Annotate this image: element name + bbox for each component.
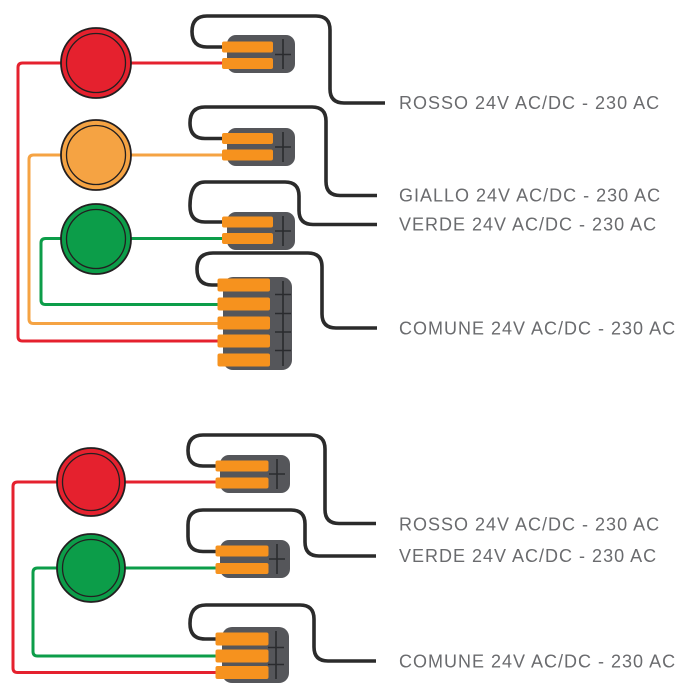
terminal-lever xyxy=(215,632,269,646)
terminal-lever xyxy=(217,278,270,292)
terminal-lever xyxy=(215,545,269,557)
terminal-lever xyxy=(217,316,270,330)
wire-black-verde xyxy=(188,180,377,227)
bottom-diagram: ROSSO 24V AC/DC - 230 AC VERDE 24V AC/DC… xyxy=(11,433,676,683)
bottom-black-wires xyxy=(186,433,376,663)
wire-black-rosso xyxy=(190,14,385,105)
connector-divider xyxy=(268,631,284,679)
lamp-verde-top xyxy=(60,203,132,275)
connector-divider xyxy=(269,544,285,574)
terminal-lever xyxy=(215,477,269,489)
label-verde-top: VERDE 24V AC/DC - 230 AC xyxy=(399,215,657,235)
wire-black-verde xyxy=(186,508,376,558)
connector-divider xyxy=(275,281,291,366)
label-verde-bottom: VERDE 24V AC/DC - 230 AC xyxy=(399,546,657,566)
lamp-lens-inner xyxy=(65,124,127,186)
top-black-wires xyxy=(188,14,385,330)
connector-verde-bottom xyxy=(215,540,290,578)
terminal-lever xyxy=(217,297,270,311)
lamp-lens-inner xyxy=(61,538,121,598)
wire-black-comune xyxy=(195,251,377,330)
connector-verde-top xyxy=(222,212,295,250)
terminal-lever xyxy=(222,216,273,228)
wire-green xyxy=(31,566,224,658)
wire-amber xyxy=(27,153,228,325)
lamp-lens-inner xyxy=(65,208,127,270)
wire-red xyxy=(11,480,224,674)
lamp-giallo-top xyxy=(60,119,132,191)
wire-green xyxy=(39,237,228,306)
connector-giallo-top xyxy=(222,128,295,166)
label-comune-bottom: COMUNE 24V AC/DC - 230 AC xyxy=(399,652,676,672)
wire-black-comune xyxy=(188,603,376,663)
terminal-lever xyxy=(222,41,273,53)
top-colored-wires xyxy=(16,61,228,343)
connector-divider xyxy=(275,132,291,162)
connector-divider xyxy=(275,216,291,246)
top-diagram: ROSSO 24V AC/DC - 230 AC GIALLO 24V AC/D… xyxy=(16,14,676,370)
connector-divider xyxy=(275,39,291,69)
connector-rosso-bottom xyxy=(215,455,290,493)
bottom-labels: ROSSO 24V AC/DC - 230 AC VERDE 24V AC/DC… xyxy=(399,515,676,672)
label-comune-top: COMUNE 24V AC/DC - 230 AC xyxy=(399,319,676,339)
lamp-verde-bottom xyxy=(56,533,126,603)
terminal-lever xyxy=(217,334,270,348)
top-labels: ROSSO 24V AC/DC - 230 AC GIALLO 24V AC/D… xyxy=(399,93,676,339)
wire-black-rosso xyxy=(186,433,376,526)
terminal-lever xyxy=(215,460,269,472)
terminal-lever xyxy=(222,149,273,161)
lamp-lens-inner xyxy=(65,32,127,94)
label-giallo-top: GIALLO 24V AC/DC - 230 AC xyxy=(399,186,661,206)
terminal-lever xyxy=(222,58,273,69)
bottom-colored-wires xyxy=(11,480,224,674)
lamp-rosso-top xyxy=(60,27,132,99)
connector-rosso-top xyxy=(222,35,295,73)
terminal-lever xyxy=(222,133,273,144)
lamp-lens-inner xyxy=(61,452,121,512)
lamp-lens-outer xyxy=(60,119,132,191)
terminal-lever xyxy=(215,666,269,679)
connector-comune-top xyxy=(217,277,292,370)
terminal-lever xyxy=(217,353,270,367)
lamp-rosso-bottom xyxy=(56,447,126,517)
wire-black-giallo xyxy=(188,105,377,198)
terminal-lever xyxy=(215,563,269,574)
lamp-lens-outer xyxy=(60,203,132,275)
connector-comune-bottom xyxy=(215,627,289,683)
lamp-lens-outer xyxy=(56,447,126,517)
lamp-lens-outer xyxy=(60,27,132,99)
label-rosso-top: ROSSO 24V AC/DC - 230 AC xyxy=(399,93,660,113)
connector-divider xyxy=(269,459,285,489)
terminal-lever xyxy=(222,233,273,244)
lamp-lens-outer xyxy=(56,533,126,603)
wire-red xyxy=(16,61,228,343)
terminal-lever xyxy=(215,649,269,663)
label-rosso-bottom: ROSSO 24V AC/DC - 230 AC xyxy=(399,515,660,535)
